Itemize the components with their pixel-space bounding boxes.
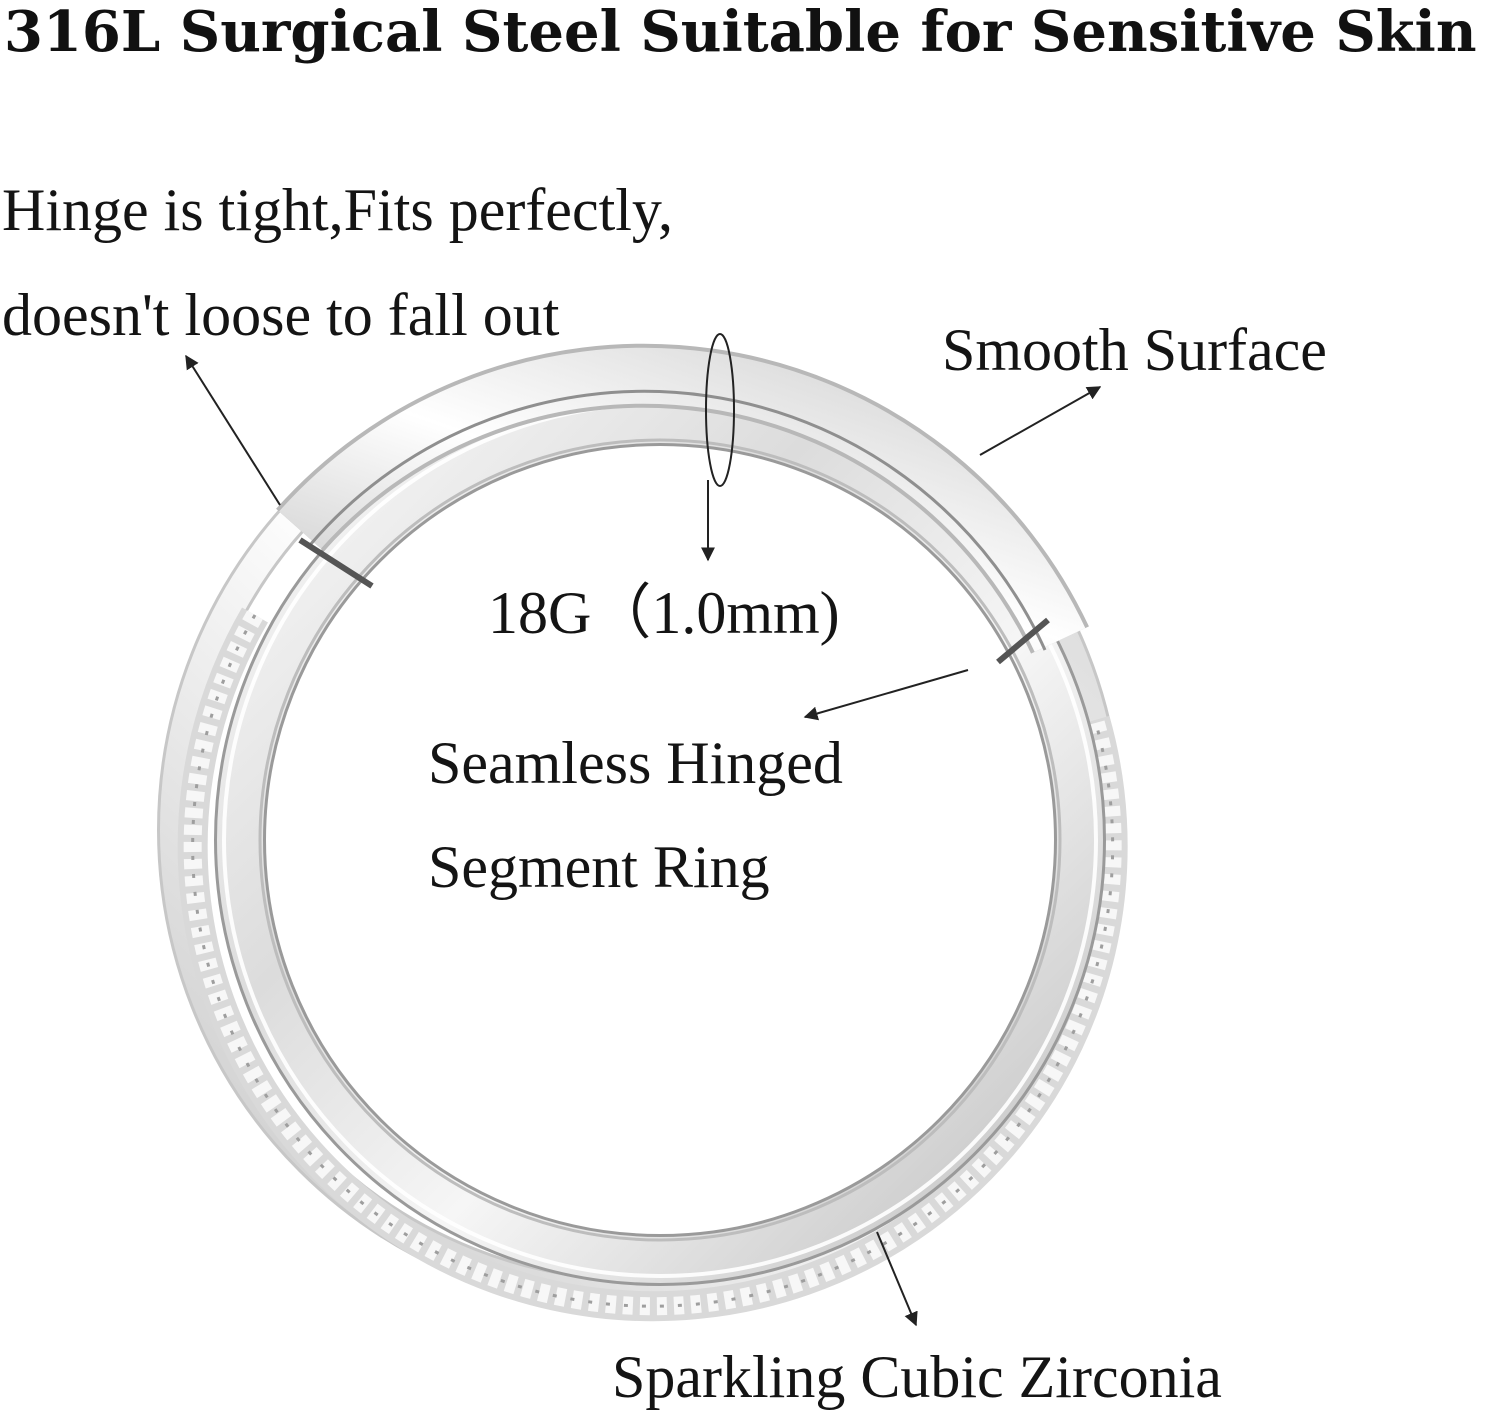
gauge-indicator [705, 333, 735, 487]
callout-hinge-line1: Hinge is tight,Fits perfectly, [2, 177, 674, 243]
callout-seamless-line1: Seamless Hinged [428, 730, 843, 796]
callout-seamless-line2: Segment Ring [428, 834, 770, 900]
callout-hinge-line2: doesn't loose to fall out [2, 282, 560, 348]
arrow-smooth [979, 386, 1102, 456]
ring-body [214, 394, 1106, 1286]
hinge-joint-left [298, 537, 374, 589]
callout-gauge: 18G（1.0mm) [488, 580, 840, 646]
zirconia-band [177, 607, 1128, 1322]
callout-cubic-zirconia: Sparkling Cubic Zirconia [612, 1344, 1222, 1410]
headline: 316L Surgical Steel Suitable for Sensiti… [4, 0, 1477, 65]
arrow-seamless [803, 669, 969, 721]
callout-arrows [185, 354, 1102, 1327]
arrow-hinge [185, 354, 281, 506]
arrow-zirconia [876, 1231, 918, 1327]
callout-smooth-surface: Smooth Surface [942, 317, 1327, 383]
hinge-joint-right [996, 617, 1050, 665]
